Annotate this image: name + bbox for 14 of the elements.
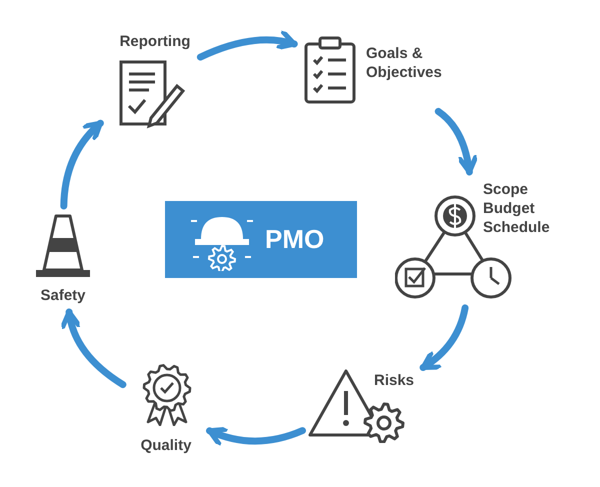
step-label: Reporting: [118, 32, 192, 51]
center-panel: [165, 201, 357, 278]
step-label: Goals & Objectives: [366, 44, 443, 82]
arrow: [206, 426, 306, 446]
step-label: Scope Budget Schedule: [483, 180, 551, 237]
arrow: [60, 308, 126, 388]
step-label: Safety: [39, 286, 87, 305]
center-title: PMO: [265, 223, 326, 255]
arrow: [196, 30, 298, 61]
arrow: [434, 108, 478, 176]
step-label: Risks: [374, 371, 416, 390]
arrow: [420, 304, 469, 371]
arrow: [60, 120, 104, 210]
step-label: Quality: [140, 436, 192, 455]
